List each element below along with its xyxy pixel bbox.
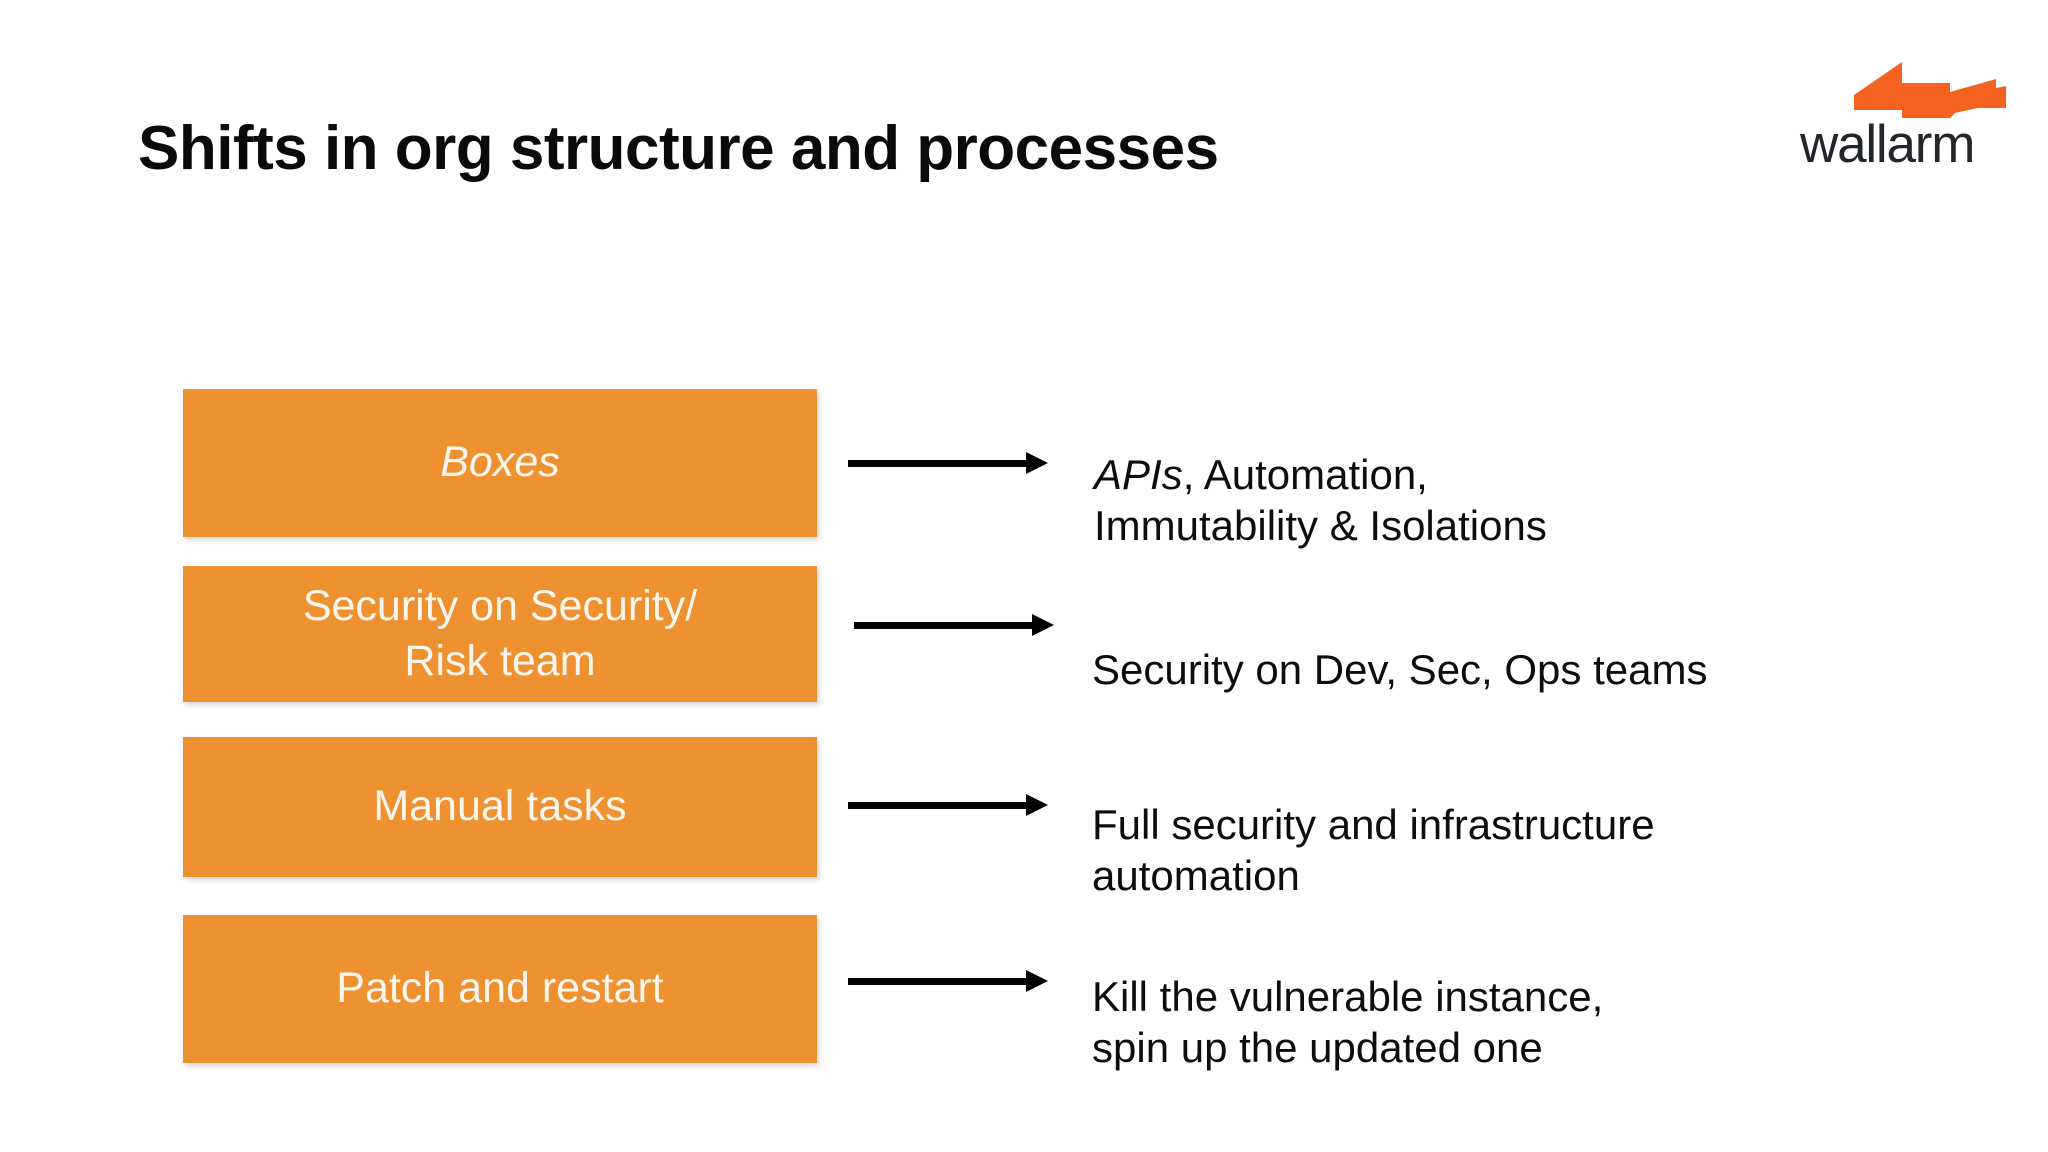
after-desc-3: Full security and infrastructure automat… bbox=[1092, 750, 1655, 901]
after-desc-1: APIs, Automation, Immutability & Isolati… bbox=[1094, 400, 1547, 551]
after-desc-3-rest: Full security and infrastructure automat… bbox=[1092, 801, 1655, 899]
arrow-1-head bbox=[1026, 452, 1048, 474]
before-box-3[interactable]: Manual tasks bbox=[183, 737, 817, 877]
wallarm-wordmark: wallarm bbox=[1800, 115, 1975, 174]
wallarm-logo: wallarm bbox=[1800, 62, 2010, 182]
arrow-2-shaft bbox=[854, 622, 1032, 629]
before-box-1[interactable]: Boxes bbox=[183, 389, 817, 537]
before-box-1-label: Boxes bbox=[440, 438, 560, 487]
arrow-3-head bbox=[1026, 794, 1048, 816]
before-box-2[interactable]: Security on Security/ Risk team bbox=[183, 566, 817, 702]
wallarm-lightning-icon bbox=[1854, 62, 2006, 118]
arrow-4 bbox=[848, 970, 1048, 992]
after-desc-2-rest: Security on Dev, Sec, Ops teams bbox=[1092, 646, 1708, 694]
arrow-1 bbox=[848, 452, 1048, 474]
after-desc-1-lead: APIs bbox=[1094, 451, 1183, 499]
after-desc-4: Kill the vulnerable instance, spin up th… bbox=[1092, 922, 1603, 1073]
arrow-3-shaft bbox=[848, 802, 1026, 809]
arrow-4-head bbox=[1026, 970, 1048, 992]
after-desc-4-rest: Kill the vulnerable instance, spin up th… bbox=[1092, 973, 1604, 1071]
arrow-2-head bbox=[1032, 614, 1054, 636]
arrow-2 bbox=[854, 614, 1054, 636]
before-box-2-label: Security on Security/ Risk team bbox=[302, 581, 698, 685]
arrow-4-shaft bbox=[848, 978, 1026, 985]
arrow-1-shaft bbox=[848, 460, 1026, 467]
arrow-3 bbox=[848, 794, 1048, 816]
before-box-4-label: Patch and restart bbox=[336, 964, 664, 1013]
after-desc-2: Security on Dev, Sec, Ops teams bbox=[1092, 595, 1707, 696]
before-box-4[interactable]: Patch and restart bbox=[183, 915, 817, 1063]
before-box-3-label: Manual tasks bbox=[373, 782, 627, 831]
after-desc-1-rest: , Automation, Immutability & Isolations bbox=[1094, 451, 1547, 549]
page-title: Shifts in org structure and processes bbox=[138, 114, 1219, 183]
